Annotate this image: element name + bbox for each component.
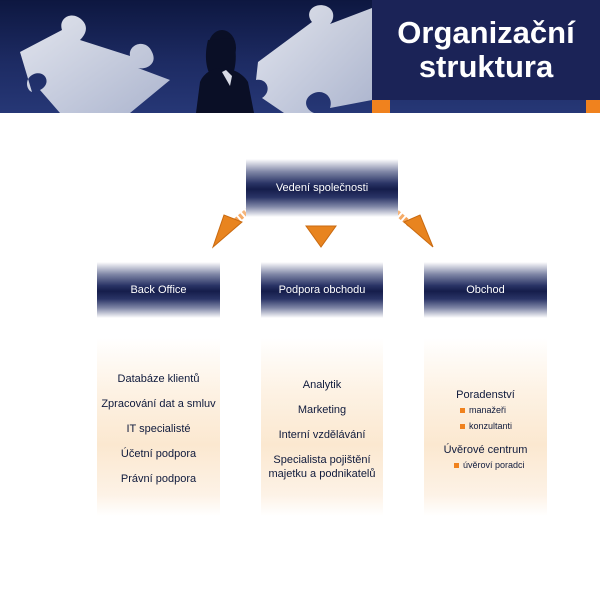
sub-item-label: manažeři bbox=[469, 405, 507, 415]
puzzle-piece-right bbox=[256, 5, 372, 113]
sub-item: manažeři bbox=[460, 402, 547, 418]
list-item: Databáze klientů bbox=[117, 373, 200, 385]
list-item: Interní vzdělávání bbox=[278, 429, 366, 441]
sub-item-label: konzultanti bbox=[469, 421, 513, 431]
column-back-office: Databáze klientů Zpracování dat a smluv … bbox=[97, 338, 220, 516]
sub-item: úvěroví poradci bbox=[454, 457, 547, 473]
accent-bar-left bbox=[372, 100, 390, 113]
list-item: Zpracování dat a smluv bbox=[101, 398, 216, 410]
column-podpora-obchodu: Analytik Marketing Interní vzdělávání Sp… bbox=[261, 338, 383, 516]
accent-bar-right bbox=[586, 100, 600, 113]
sub-item-label: úvěroví poradci bbox=[463, 460, 525, 470]
node-back-office: Back Office bbox=[97, 262, 220, 318]
list-item: Specialista pojištění majetku a podnikat… bbox=[268, 454, 376, 480]
node-label: Podpora obchodu bbox=[278, 284, 366, 296]
group-label: Poradenství bbox=[456, 389, 515, 401]
node-vedeni-spolecnosti: Vedení společnosti bbox=[246, 159, 398, 217]
woman-silhouette bbox=[196, 30, 254, 113]
list-item: Analytik bbox=[302, 379, 342, 391]
list-item: Účetní podpora bbox=[120, 448, 197, 460]
title-line-1: Organizační bbox=[397, 15, 575, 50]
puzzle-illustration bbox=[20, 5, 372, 113]
sub-item: konzultanti bbox=[460, 418, 547, 434]
list-item: IT specialisté bbox=[126, 423, 191, 435]
header-banner: Organizační struktura bbox=[0, 0, 600, 113]
list-item: Marketing bbox=[297, 404, 347, 416]
node-label: Vedení společnosti bbox=[275, 182, 369, 194]
node-label: Obchod bbox=[466, 284, 505, 296]
list-item: Právní podpora bbox=[120, 473, 197, 485]
bullet-icon bbox=[460, 423, 465, 429]
node-obchod: Obchod bbox=[424, 262, 547, 318]
bullet-icon bbox=[460, 407, 465, 413]
page-title: Organizační struktura bbox=[372, 0, 600, 100]
column-obchod: Poradenství manažeři konzultanti Úvěrové… bbox=[424, 338, 547, 516]
title-line-2: struktura bbox=[418, 49, 554, 84]
node-podpora-obchodu: Podpora obchodu bbox=[261, 262, 383, 318]
group-label: Úvěrové centrum bbox=[443, 444, 528, 456]
bullet-icon bbox=[454, 462, 459, 468]
puzzle-piece-left bbox=[20, 15, 170, 113]
node-label: Back Office bbox=[130, 284, 187, 296]
